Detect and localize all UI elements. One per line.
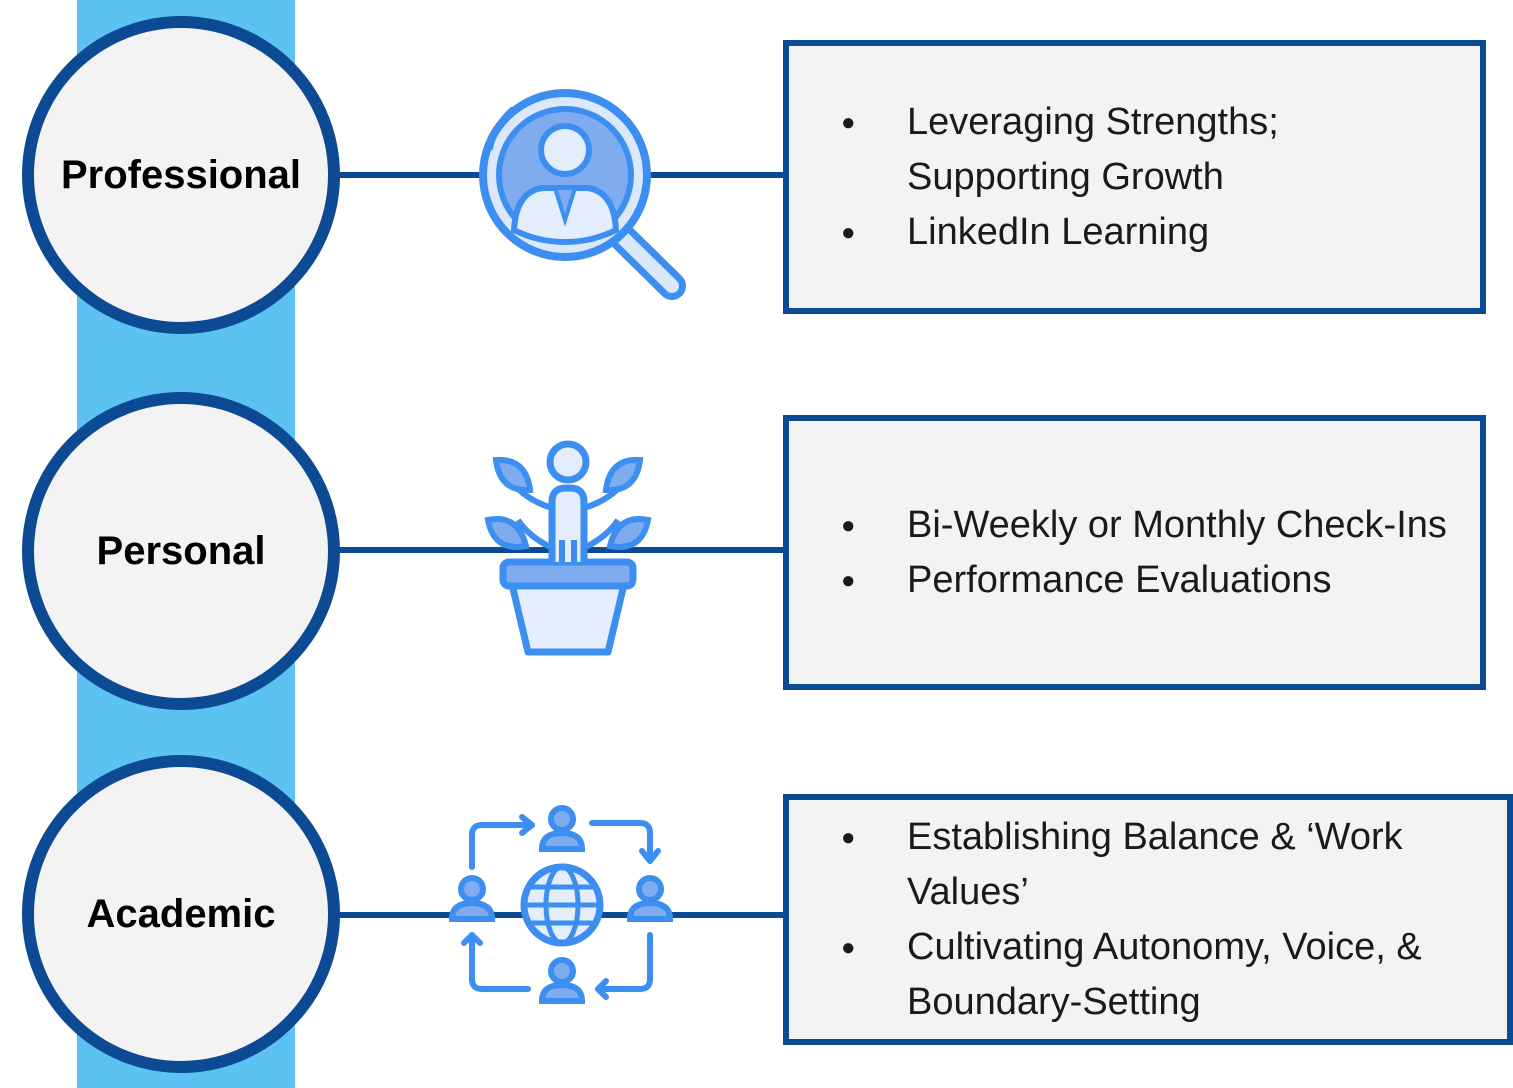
bullet-list: ● Establishing Balance & ‘Work Values’ ● C… (829, 810, 1487, 1030)
list-item: ● Leveraging Strengths; Supporting Growth (829, 95, 1460, 205)
list-item: ● Cultivating Autonomy, Voice, & Boundary… (829, 920, 1487, 1030)
bullet-list: ● Bi-Weekly or Monthly Check-Ins ● Perform… (829, 498, 1460, 608)
bullet-list: ● Leveraging Strengths; Supporting Growth… (829, 95, 1460, 260)
bullet-text: Leveraging Strengths; Supporting Growth (907, 100, 1279, 198)
details-box-personal: ● Bi-Weekly or Monthly Check-Ins ● Perform… (783, 415, 1486, 690)
list-item: ● Performance Evaluations (829, 553, 1460, 608)
bullet-icon: ● (841, 511, 856, 539)
bullet-text: Establishing Balance & ‘Work Values’ (907, 815, 1403, 913)
list-item: ● Bi-Weekly or Monthly Check-Ins (829, 498, 1460, 553)
category-label: Personal (96, 528, 266, 573)
category-circle-personal: Personal (22, 392, 340, 710)
category-label: Academic (86, 891, 276, 936)
bullet-icon: ● (841, 108, 856, 136)
bullet-text: Bi-Weekly or Monthly Check-Ins (907, 503, 1447, 546)
bullet-icon: ● (841, 933, 856, 961)
network-globe-people-icon (442, 795, 682, 1035)
list-item: ● Establishing Balance & ‘Work Values’ (829, 810, 1487, 920)
bullet-text: LinkedIn Learning (907, 210, 1210, 253)
bullet-text: Cultivating Autonomy, Voice, & Boundary-… (907, 925, 1422, 1023)
person-magnifier-icon (450, 70, 690, 310)
list-item: ● LinkedIn Learning (829, 205, 1460, 260)
bullet-icon: ● (841, 218, 856, 246)
bullet-icon: ● (841, 566, 856, 594)
details-box-professional: ● Leveraging Strengths; Supporting Growth… (783, 40, 1486, 314)
category-circle-academic: Academic (22, 755, 340, 1073)
person-growth-plant-icon (448, 430, 688, 670)
bullet-icon: ● (841, 823, 856, 851)
details-box-academic: ● Establishing Balance & ‘Work Values’ ● C… (783, 794, 1513, 1045)
category-circle-professional: Professional (22, 16, 340, 334)
bullet-text: Performance Evaluations (907, 558, 1332, 601)
category-label: Professional (60, 152, 302, 197)
